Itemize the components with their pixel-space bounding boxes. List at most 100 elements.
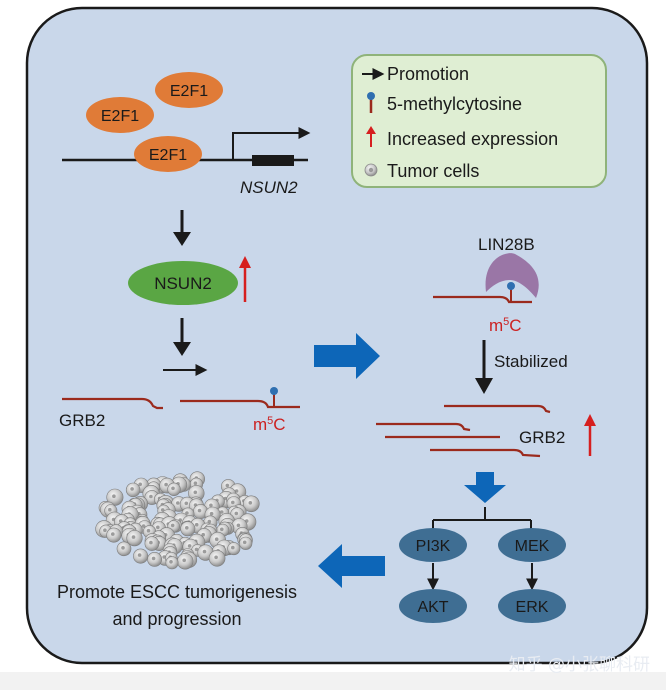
tumor-cell-nucleus bbox=[171, 486, 175, 491]
akt-node bbox=[399, 589, 467, 623]
tumor-cell-nucleus bbox=[149, 494, 153, 499]
promoter-region: E2F1 E2F1 E2F1 NSUN2 bbox=[62, 72, 311, 197]
tumor-cell-nucleus bbox=[108, 507, 112, 512]
legend-box: Promotion 5-methylcytosine Increased exp… bbox=[351, 54, 607, 188]
methyl-dot-icon bbox=[507, 282, 515, 290]
tumor-cell-nucleus bbox=[220, 527, 224, 532]
tumor-cell-nucleus bbox=[130, 487, 134, 491]
stabilized-label: Stabilized bbox=[494, 352, 568, 371]
lin28b-label: LIN28B bbox=[478, 235, 535, 254]
erk-node bbox=[498, 589, 566, 623]
tumor-cell-nucleus bbox=[121, 546, 125, 550]
legend-label-increased-expression: Increased expression bbox=[387, 129, 558, 149]
tumor-cell-nucleus bbox=[160, 508, 165, 512]
tumor-cell-nucleus bbox=[242, 540, 247, 545]
tumor-cell-nucleus bbox=[103, 528, 107, 532]
tumor-cell-nucleus bbox=[185, 511, 189, 515]
erk-label: ERK bbox=[516, 599, 549, 616]
tumor-cell-nucleus bbox=[234, 511, 239, 516]
e2f1-label: E2F1 bbox=[170, 83, 208, 100]
tumor-cell-nucleus bbox=[209, 503, 213, 508]
tumor-cell-nucleus bbox=[164, 482, 168, 487]
watermark-text: 知乎 @小张聊科研 bbox=[508, 655, 650, 675]
e2f1-protein-middle bbox=[86, 97, 154, 133]
outcome-line-2: and progression bbox=[112, 609, 241, 629]
e2f1-label: E2F1 bbox=[149, 147, 187, 164]
tumor-cell-nucleus bbox=[111, 532, 115, 536]
tumor-cell-nucleus bbox=[112, 494, 116, 499]
tumor-cell-nucleus bbox=[197, 508, 202, 513]
nsun2-increase-arrow bbox=[239, 256, 251, 302]
tumor-cell-nucleus bbox=[231, 545, 235, 550]
tumor-cell-nucleus bbox=[214, 555, 218, 560]
tumor-cell-nucleus bbox=[149, 540, 153, 545]
nsun2-label: NSUN2 bbox=[154, 274, 212, 293]
tumor-cell-nucleus bbox=[176, 501, 180, 505]
grb2-increase-arrow bbox=[584, 414, 596, 456]
stabilized-arrow bbox=[475, 340, 493, 394]
methyl-dot-icon bbox=[270, 387, 278, 395]
methyl-lollipop-icon bbox=[367, 92, 375, 113]
e2f1-protein-bound bbox=[134, 136, 202, 172]
red-up-arrow-icon bbox=[366, 126, 376, 147]
tumor-cell-nucleus bbox=[194, 547, 199, 552]
tumor-cell-nucleus bbox=[225, 483, 230, 488]
transcription-start-arrow bbox=[232, 127, 311, 160]
tumor-cell-nucleus bbox=[141, 524, 146, 528]
grb2-label-right: GRB2 bbox=[519, 428, 565, 447]
tumor-cell-nucleus bbox=[137, 553, 142, 557]
grb2-mrna-methylated bbox=[180, 387, 300, 409]
mek-node bbox=[498, 528, 566, 562]
tumor-cell-nucleus bbox=[194, 522, 199, 527]
blue-arrow-down bbox=[464, 472, 506, 503]
bottom-strip bbox=[0, 672, 666, 690]
tumor-cell-nucleus bbox=[156, 525, 160, 530]
tumor-cell-nucleus bbox=[182, 558, 186, 563]
grb2-mrna-lin28b-bound bbox=[433, 282, 532, 304]
tumor-cell-nucleus bbox=[187, 544, 192, 548]
lin28b-protein bbox=[485, 253, 539, 298]
nsun2-gene-box bbox=[252, 155, 294, 166]
tumor-cell-nucleus bbox=[146, 528, 151, 533]
pi3k-node bbox=[399, 528, 467, 562]
tumor-cell-nucleus bbox=[236, 523, 241, 528]
tumor-cell-nucleus bbox=[170, 523, 175, 528]
tumor-cell-nucleus bbox=[202, 549, 207, 554]
down-arrow-1 bbox=[173, 210, 191, 246]
tumor-cell-nucleus bbox=[193, 490, 198, 495]
blue-arrow-right bbox=[314, 333, 380, 379]
nsun2-gene-label: NSUN2 bbox=[240, 178, 298, 197]
tumor-cell-nucleus bbox=[169, 560, 173, 564]
mek-label: MEK bbox=[515, 538, 550, 555]
tumor-cell-nucleus bbox=[248, 501, 253, 505]
tumor-cell-icon bbox=[364, 163, 378, 177]
blue-arrow-left bbox=[318, 544, 385, 588]
legend-label-promotion: Promotion bbox=[387, 64, 469, 84]
grb2-label-left: GRB2 bbox=[59, 411, 105, 430]
tumor-cell-nucleus bbox=[193, 481, 198, 486]
legend-label-tumor-cells: Tumor cells bbox=[387, 161, 479, 181]
tumor-cell-nucleus bbox=[214, 537, 219, 541]
nsun2-protein bbox=[128, 261, 238, 305]
grb2-mrna-unmodified bbox=[62, 397, 163, 410]
tumor-cell-nucleus bbox=[231, 500, 235, 505]
tumor-cell-nucleus bbox=[131, 535, 136, 539]
pi3k-label: PI3K bbox=[416, 538, 451, 555]
tumor-cell-nucleus bbox=[151, 556, 156, 561]
tumor-cell-nucleus bbox=[201, 532, 205, 537]
tumor-cell-nucleus bbox=[209, 511, 214, 516]
m5c-label-right: m5C bbox=[489, 316, 522, 335]
tumor-cell-nucleus bbox=[184, 501, 189, 506]
tumor-cell-cluster bbox=[95, 471, 260, 570]
tumor-cell-nucleus bbox=[185, 526, 189, 530]
akt-label: AKT bbox=[417, 599, 448, 616]
outcome-line-1: Promote ESCC tumorigenesis bbox=[57, 582, 297, 602]
legend-label-methylcytosine: 5-methylcytosine bbox=[387, 94, 522, 114]
m5c-label-left: m5C bbox=[253, 415, 286, 434]
tumor-cell-nucleus bbox=[219, 510, 224, 514]
tumor-cell-nucleus bbox=[207, 519, 212, 524]
tumor-cell-nucleus bbox=[138, 482, 142, 487]
grb2-mrna-stack bbox=[376, 404, 551, 458]
